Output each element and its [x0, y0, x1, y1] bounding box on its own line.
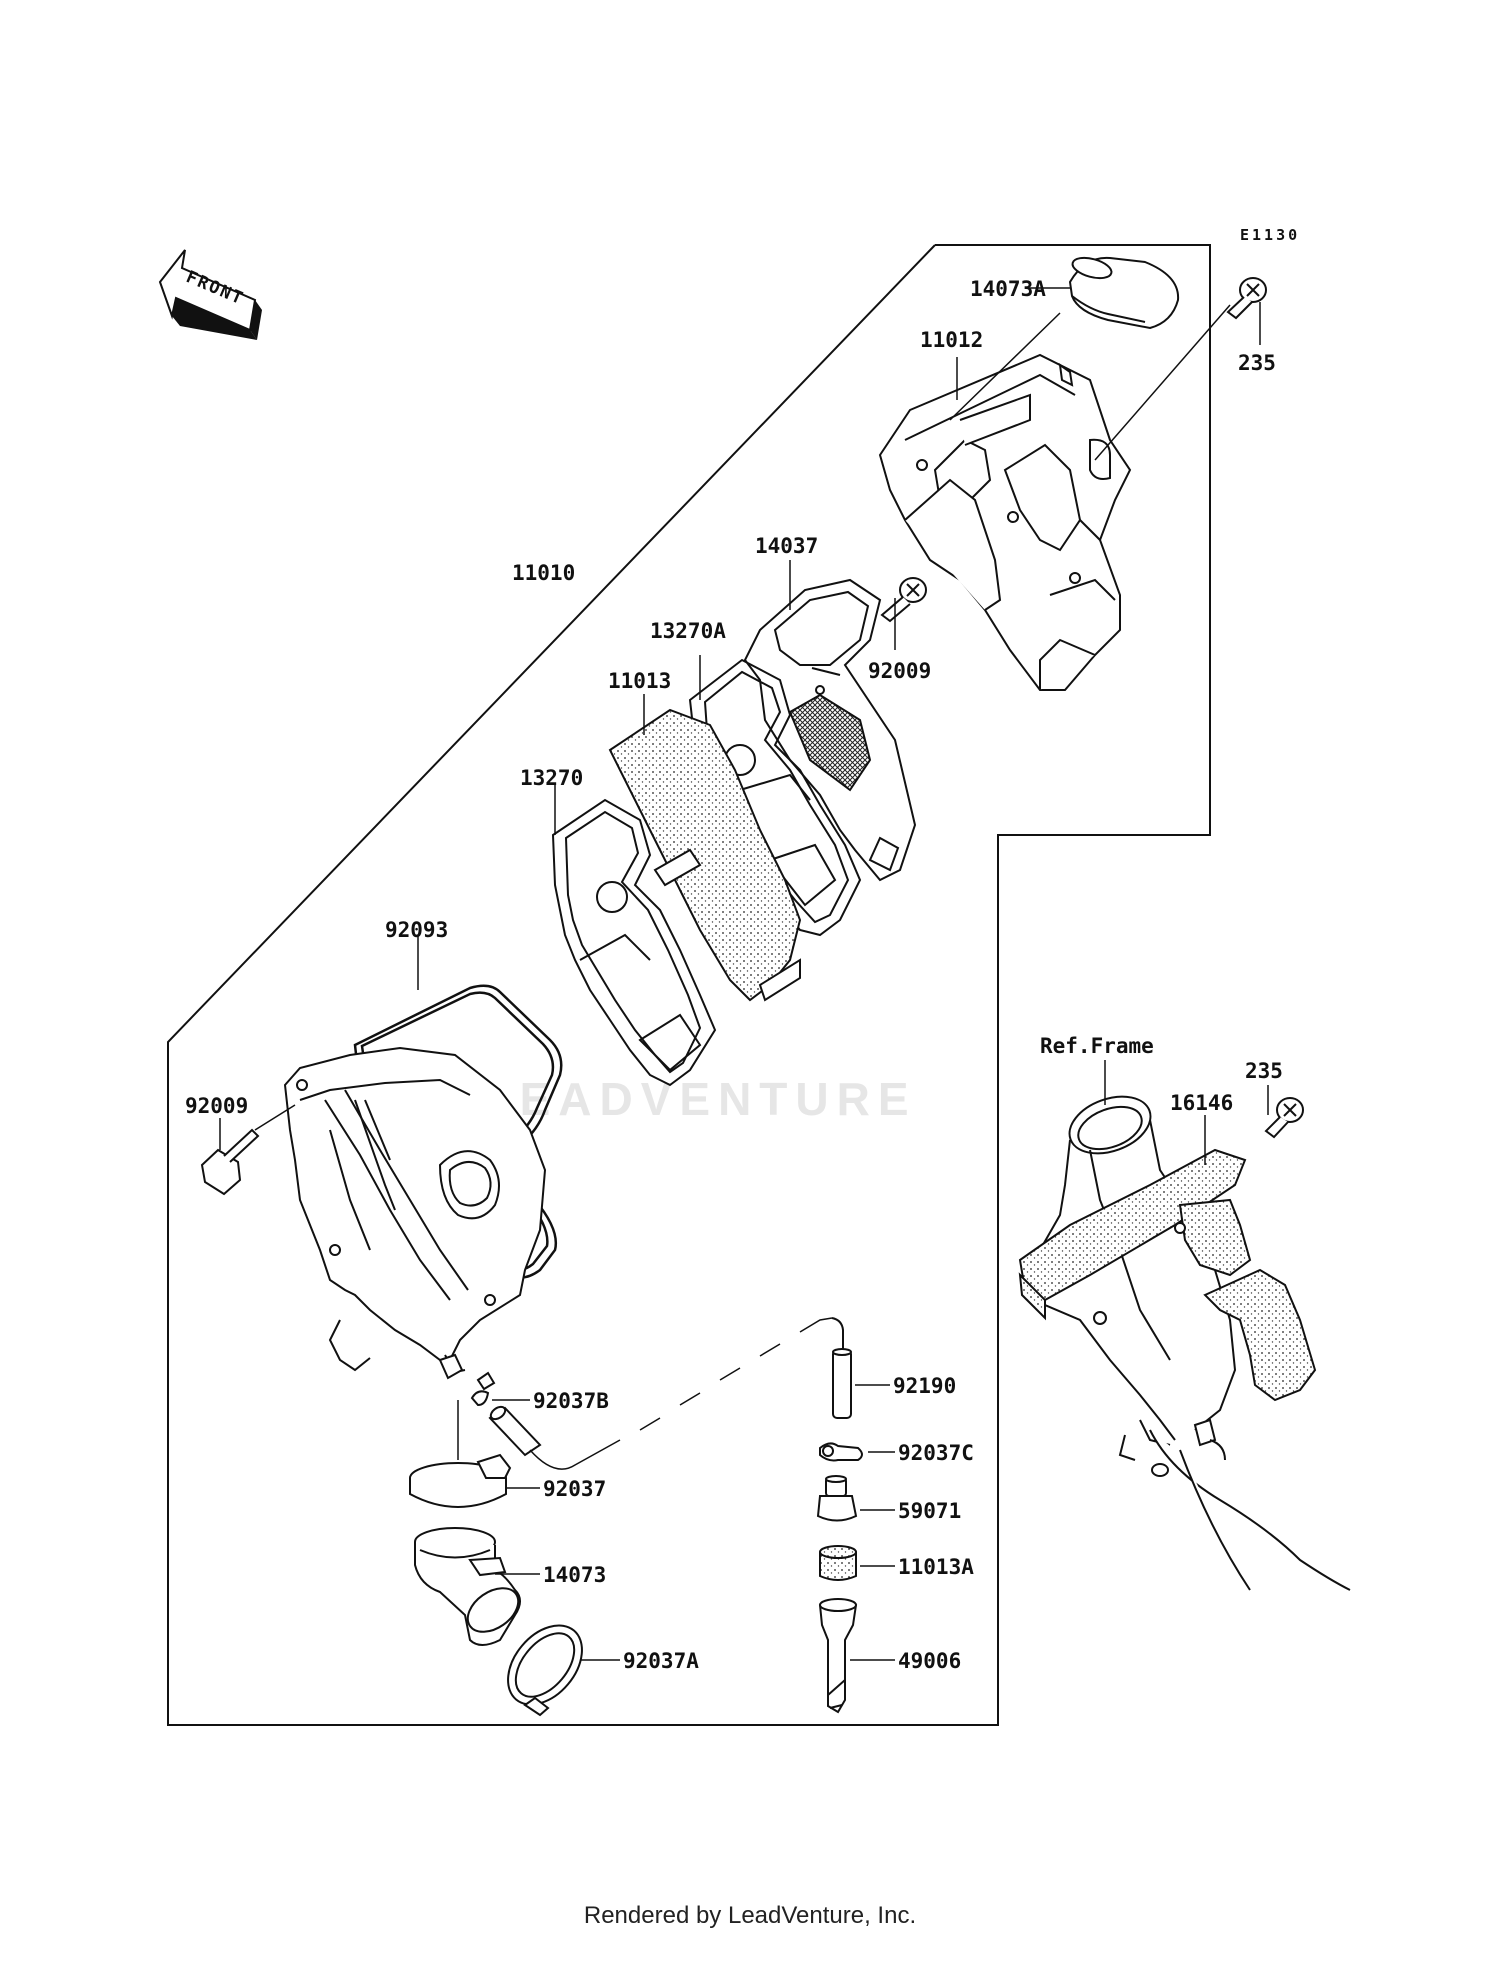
part-label-49006: 49006 [898, 1649, 961, 1673]
clamp-92037a [507, 1624, 583, 1717]
part-label-92190: 92190 [893, 1374, 956, 1398]
clip-92037b [470, 1390, 490, 1407]
part-label-14037: 14037 [755, 534, 818, 558]
part-label-14073a: 14073A [970, 277, 1046, 301]
element-holder-14037 [743, 578, 917, 882]
part-label-92093: 92093 [385, 918, 448, 942]
bolt-92009-left [200, 1128, 260, 1196]
part-label-235-right: 235 [1245, 1059, 1283, 1083]
part-label-59071: 59071 [898, 1499, 961, 1523]
part-label-11013: 11013 [608, 669, 671, 693]
hose-route-dashed [529, 1317, 833, 1470]
drain-hose-segment [488, 1405, 542, 1457]
footer-credit: Rendered by LeadVenture, Inc. [583, 1902, 917, 1929]
part-label-235-top: 235 [1238, 351, 1276, 375]
part-label-13270: 13270 [520, 766, 583, 790]
duct-14073a [1068, 256, 1180, 330]
clip-92037c [819, 1442, 863, 1462]
part-label-13270a: 13270A [650, 619, 726, 643]
part-label-92037b: 92037B [533, 1389, 609, 1413]
air-filter-element-11013 [608, 708, 802, 1002]
clamp-92037 [409, 1453, 512, 1508]
diagram-code: E1130 [1240, 226, 1300, 244]
bolt-92009-top [880, 577, 927, 623]
air-cleaner-upper-case-11012 [878, 353, 1132, 691]
screw-235-right [1264, 1097, 1304, 1139]
part-label-16146: 16146 [1170, 1091, 1233, 1115]
watermark-text: LEADVENTURE [483, 1073, 916, 1125]
screw-235-top [1226, 277, 1267, 320]
front-arrow-icon: FRONT [158, 249, 262, 340]
gasket-13270 [551, 798, 717, 1087]
part-label-14073: 14073 [543, 1563, 606, 1587]
part-label-92037a: 92037A [623, 1649, 699, 1673]
duct-14073 [414, 1527, 521, 1646]
ref-frame-label: Ref.Frame [1040, 1034, 1154, 1058]
group-outline-11010 [167, 244, 1211, 1726]
drain-tube-49006 [818, 1598, 858, 1714]
air-cleaner-housing [283, 1046, 547, 1374]
part-label-92009-left: 92009 [185, 1094, 248, 1118]
drain-stub [438, 1353, 496, 1391]
part-label-11010: 11010 [512, 561, 575, 585]
foam-strip-16146 [1018, 1148, 1317, 1402]
part-label-92009-top: 92009 [868, 659, 931, 683]
part-label-92037: 92037 [543, 1477, 606, 1501]
drain-hose-92190 [831, 1317, 852, 1419]
plug-59071 [816, 1475, 858, 1522]
part-label-11012: 11012 [920, 328, 983, 352]
part-label-11013a: 11013A [898, 1555, 974, 1579]
part-label-92037c: 92037C [898, 1441, 974, 1465]
foam-11013a [819, 1545, 857, 1581]
